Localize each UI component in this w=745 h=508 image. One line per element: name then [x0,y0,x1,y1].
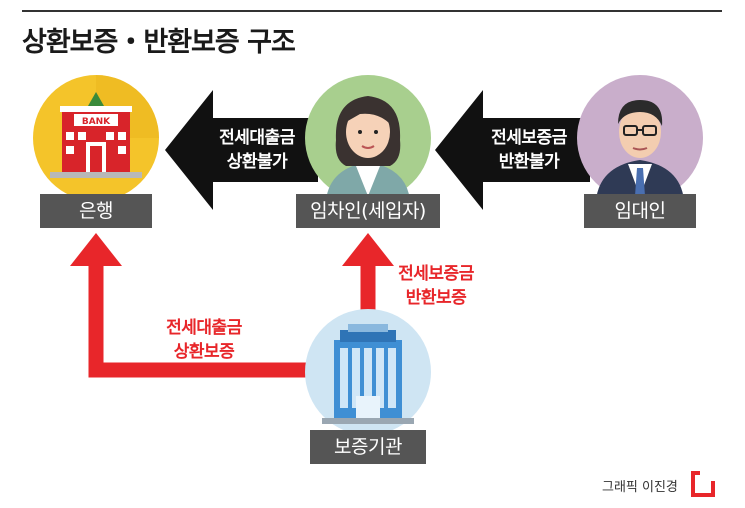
tenant-to-bank-text: 전세대출금 상환불가 [198,126,316,174]
publisher-logo-icon [691,471,716,497]
bank-node: BANK [33,75,159,201]
tenant-node [305,75,431,201]
guarantor-to-bank-line2: 상환보증 [173,342,235,362]
woman-avatar-icon [326,96,410,200]
top-rule [22,10,722,12]
office-building-icon [322,324,414,424]
landlord-node [577,75,703,201]
page-title: 상환보증・반환보증 구조 [22,27,296,58]
landlord-to-tenant-line2: 반환불가 [498,152,560,172]
landlord-to-tenant-text: 전세보증금 반환불가 [470,126,588,174]
tenant-label: 임차인(세입자) [296,194,440,228]
bank-label: 은행 [40,194,152,228]
guarantor-to-bank-text: 전세대출금 상환보증 [146,316,262,364]
arrow-guarantor-to-tenant-head [342,233,394,266]
arrow-guarantor-to-bank-head [70,233,122,266]
guarantor-to-bank-line1: 전세대출금 [166,318,242,338]
bank-sign: BANK [82,117,111,127]
man-avatar-icon [596,100,684,200]
tenant-to-bank-line2: 상환불가 [226,152,288,172]
landlord-to-tenant-line1: 전세보증금 [491,128,567,148]
bank-building-icon: BANK [50,92,142,178]
guarantor-label: 보증기관 [310,430,426,464]
tenant-to-bank-line1: 전세대출금 [219,128,295,148]
guarantor-to-tenant-text: 전세보증금 반환보증 [378,262,494,310]
landlord-label: 임대인 [584,194,696,228]
guarantor-to-tenant-line2: 반환보증 [405,288,467,308]
guarantor-node [305,309,431,435]
arrow-guarantor-to-bank [88,262,310,378]
arrow-tenant-to-bank [165,90,318,210]
arrow-landlord-to-tenant [435,90,590,210]
graphic-credit: 그래픽 이진경 [602,480,678,495]
guarantor-to-tenant-line1: 전세보증금 [398,264,474,284]
